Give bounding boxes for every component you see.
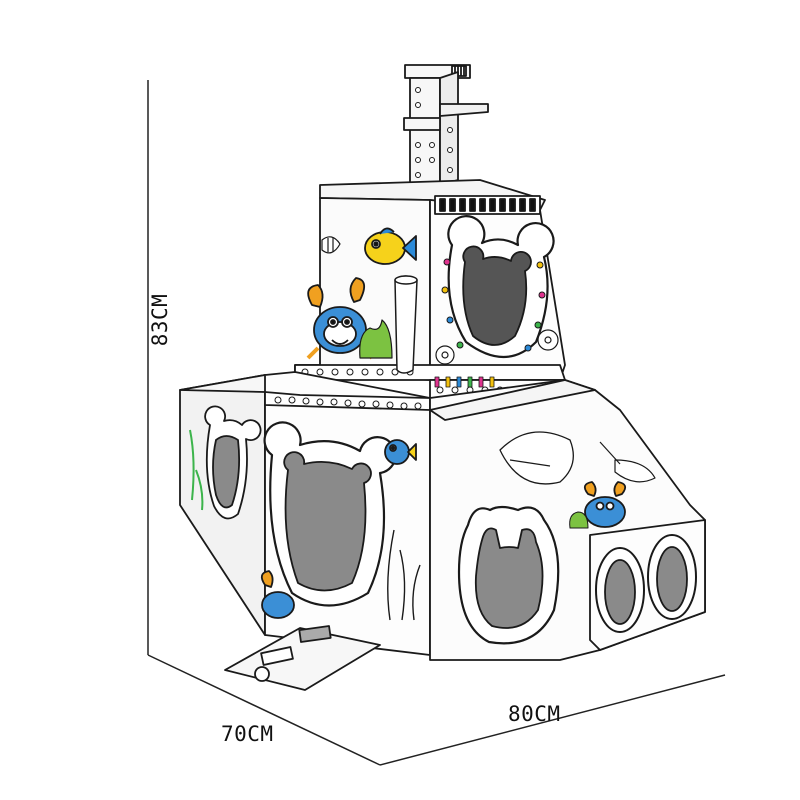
crab-front (260, 570, 295, 619)
door-flap (224, 625, 381, 691)
shrimp-drawing (599, 441, 656, 483)
front-seaweed (387, 529, 421, 621)
crab-right (583, 481, 627, 528)
submarine-playhouse (179, 64, 706, 691)
small-blue-fish (384, 439, 417, 465)
shark-drawing (499, 431, 574, 485)
height-dimension-label: 83CM (148, 293, 172, 347)
dimension-lines (147, 80, 726, 766)
porthole-window-2 (647, 534, 697, 620)
green-coral-right (569, 511, 589, 529)
tower (294, 179, 566, 399)
width-dimension-label: 80CM (508, 702, 561, 726)
tower-bear-window (447, 215, 555, 359)
green-coral (359, 319, 393, 359)
depth-dimension-label: 70CM (221, 722, 274, 746)
width-dimension-line (379, 674, 726, 766)
yellow-fish (364, 227, 417, 265)
front-bear-window (263, 421, 397, 607)
depth-dimension-line (147, 654, 381, 766)
tube-coral (394, 275, 418, 374)
main-hull-front (260, 371, 431, 656)
crab-tower (306, 277, 374, 360)
right-hull (429, 379, 706, 661)
porthole-window-1 (595, 547, 645, 633)
angel-fish (321, 236, 341, 254)
rabbit-window (457, 505, 560, 645)
periscope (403, 64, 489, 186)
